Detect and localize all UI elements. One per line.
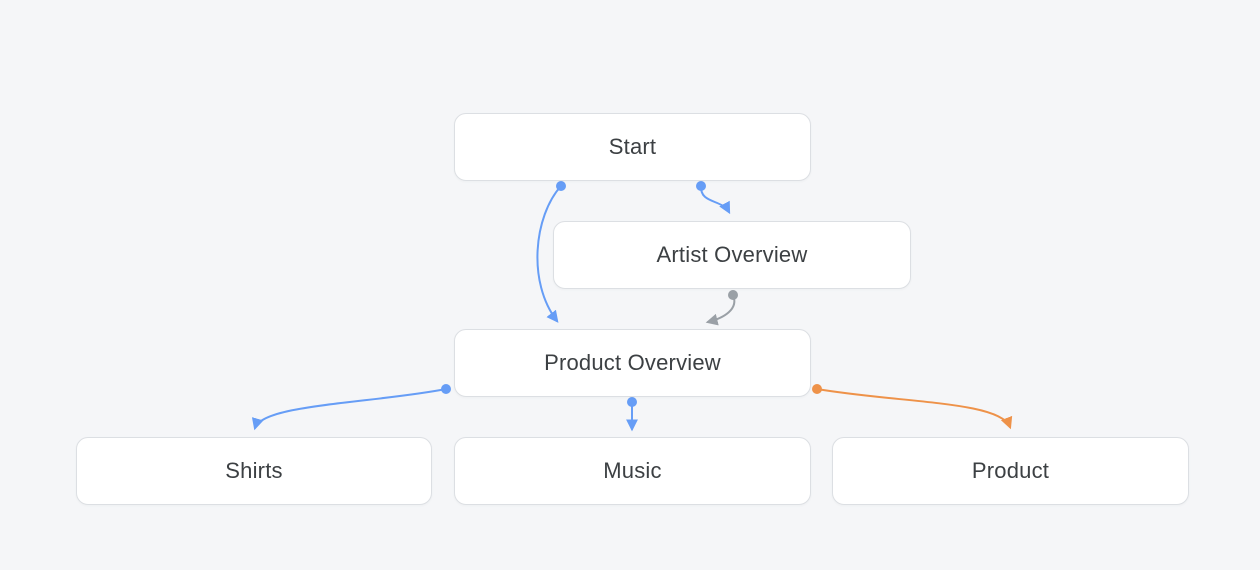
node-start-label: Start	[608, 134, 657, 159]
node-product-label: Product	[971, 458, 1050, 483]
edge-source-handle[interactable]	[728, 290, 738, 300]
edge-source-handle[interactable]	[627, 397, 637, 407]
node-start[interactable]: Start	[454, 113, 811, 181]
edge-start-to-product-overview[interactable]	[536, 181, 566, 323]
edge-product-overview-to-product[interactable]	[812, 384, 1013, 430]
edge-product-overview-to-music[interactable]	[626, 397, 638, 432]
edge-line[interactable]	[816, 388, 1013, 430]
edge-line[interactable]	[699, 185, 731, 215]
node-music[interactable]: Music	[454, 437, 811, 505]
edge-artist-overview-to-product-overview[interactable]	[705, 290, 738, 326]
edge-line[interactable]	[536, 185, 562, 323]
node-product-overview[interactable]: Product Overview	[454, 329, 811, 397]
edge-source-handle[interactable]	[812, 384, 822, 394]
edge-source-handle[interactable]	[696, 181, 706, 191]
edge-source-handle[interactable]	[556, 181, 566, 191]
edge-source-handle[interactable]	[441, 384, 451, 394]
node-music-label: Music	[603, 458, 662, 483]
node-shirts-label: Shirts	[225, 458, 283, 483]
node-artist-overview[interactable]: Artist Overview	[553, 221, 911, 289]
edge-product-overview-to-shirts[interactable]	[251, 384, 451, 431]
node-artist-overview-label: Artist Overview	[656, 242, 808, 267]
node-product-overview-label: Product Overview	[544, 350, 721, 375]
node-shirts[interactable]: Shirts	[76, 437, 432, 505]
node-product[interactable]: Product	[832, 437, 1189, 505]
edge-start-to-artist-overview[interactable]	[696, 181, 731, 215]
edge-line[interactable]	[251, 388, 447, 431]
